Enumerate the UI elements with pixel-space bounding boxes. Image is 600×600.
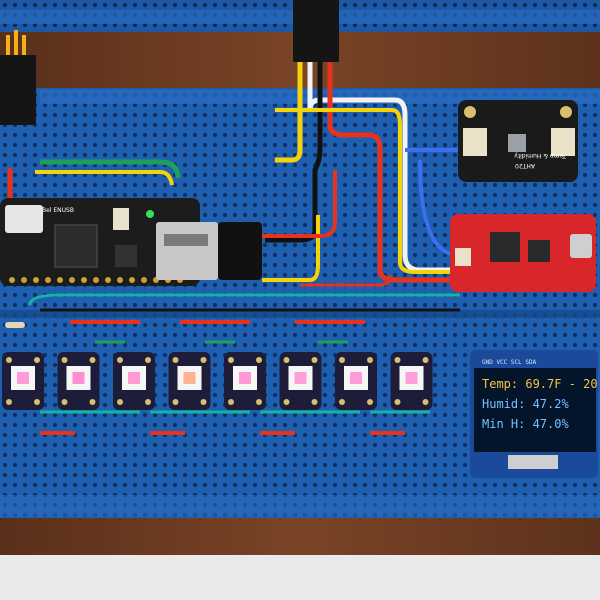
solder-pad [422, 357, 429, 363]
oled-line-min: Min H: 47.0% [482, 417, 569, 431]
solder-pad [228, 399, 234, 405]
solder-pad [311, 357, 318, 363]
wire-red [327, 62, 455, 283]
solder-pad [145, 399, 151, 405]
wire-yellow-top [35, 170, 174, 186]
usb-a-port-icon [156, 222, 262, 280]
resistor [5, 322, 25, 328]
solder-pad [6, 399, 12, 405]
top-header [293, 0, 339, 62]
solder-pad [89, 357, 96, 363]
solder-pad [145, 357, 151, 363]
solder-pad [228, 357, 234, 363]
aht20-chip [508, 134, 526, 152]
left-header [0, 55, 36, 125]
breadboard-divider [0, 310, 600, 318]
wire-green-top [40, 159, 181, 179]
rgb-led-icon [350, 372, 362, 384]
led-row [2, 320, 433, 435]
oled-line-humid: Humid: 47.2% [482, 397, 569, 411]
solder-pad [34, 399, 40, 405]
solder-pad [172, 399, 179, 405]
rgb-led-icon [17, 372, 29, 384]
wire-blue [405, 148, 460, 257]
solder-pad [200, 399, 207, 405]
wire-yellow [275, 62, 303, 163]
wire-cyan-long [28, 293, 460, 306]
solder-pad [256, 357, 262, 363]
rgb-led-icon [72, 372, 85, 384]
wire-yellow-mcu [262, 215, 320, 282]
solder-pad [283, 357, 290, 363]
sensor-label: AHT20 [515, 162, 535, 169]
solder-pad [89, 399, 96, 405]
rgb-led-icon [294, 372, 307, 384]
aht20-sensor: AHT20 Temp & Humidity [458, 100, 578, 182]
mcu-chip [54, 224, 98, 268]
microcontroller-board: Bel ENUSB [0, 198, 200, 286]
status-led [146, 210, 154, 218]
solder-pad [394, 357, 401, 363]
converter-board [450, 214, 596, 292]
solder-pad [367, 357, 373, 363]
solder-pad [172, 357, 179, 363]
rgb-led-icon [405, 372, 418, 384]
solder-pad [367, 399, 373, 405]
rgb-led-icon [128, 372, 140, 384]
breadboard-bottom-rail [0, 495, 600, 517]
solder-pad [339, 399, 345, 405]
wire-red-mcu [262, 170, 337, 238]
wire-yellow-2 [275, 108, 455, 274]
solder-pad [34, 357, 40, 363]
solder-pad [117, 399, 123, 405]
mcu-chip-2 [115, 245, 137, 267]
oled-display: Temp: 69.7F - 20.9C Humid: 47.2% Min H: … [470, 350, 600, 478]
solder-pad [339, 357, 345, 363]
left-wires [6, 30, 26, 55]
oled-line-temp: Temp: 69.7F - 20.9C [482, 377, 600, 391]
solder-pad [283, 399, 290, 405]
rgb-led-icon [239, 372, 251, 384]
solder-pad [61, 357, 68, 363]
usb-c-connector [5, 205, 43, 233]
solder-pad [61, 399, 68, 405]
solder-pad [6, 357, 12, 363]
solder-pad [256, 399, 262, 405]
wire-black [265, 62, 323, 243]
wire-white [307, 62, 455, 273]
rgb-led-icon [183, 372, 196, 384]
solder-pad [311, 399, 318, 405]
solder-pad [422, 399, 429, 405]
wire-red-right [300, 274, 392, 287]
solder-pad [117, 357, 123, 363]
solder-pad [200, 357, 207, 363]
oled-header-pins: GND VCC SCL SDA [482, 359, 537, 366]
mcu-label: Bel ENUSB [42, 207, 74, 214]
solder-pad [394, 399, 401, 405]
sensor-sublabel: Temp & Humidity [514, 152, 567, 159]
jst-connector [113, 208, 129, 230]
